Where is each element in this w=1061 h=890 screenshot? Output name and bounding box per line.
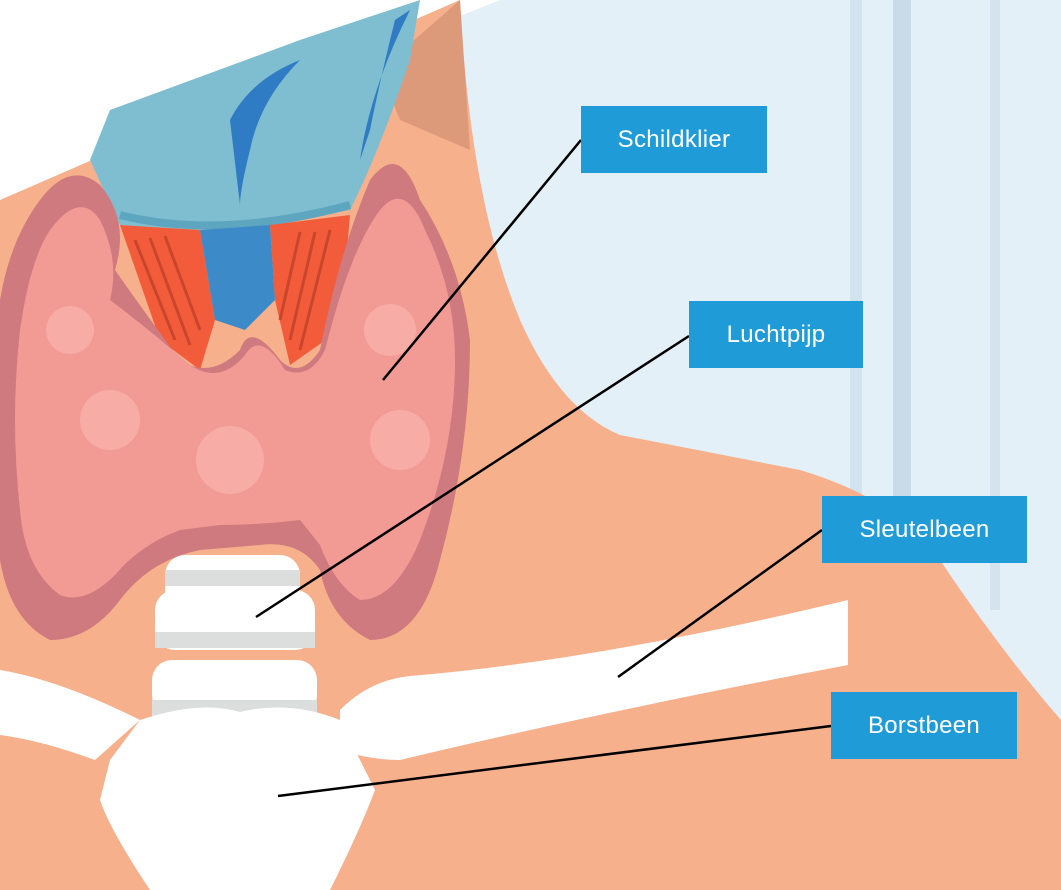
sternum xyxy=(100,708,375,890)
label-schildklier: Schildklier xyxy=(581,106,767,173)
label-borstbeen: Borstbeen xyxy=(831,692,1017,759)
label-sleutelbeen: Sleutelbeen xyxy=(822,496,1027,563)
label-luchtpijp: Luchtpijp xyxy=(689,301,863,368)
trachea xyxy=(152,555,317,718)
